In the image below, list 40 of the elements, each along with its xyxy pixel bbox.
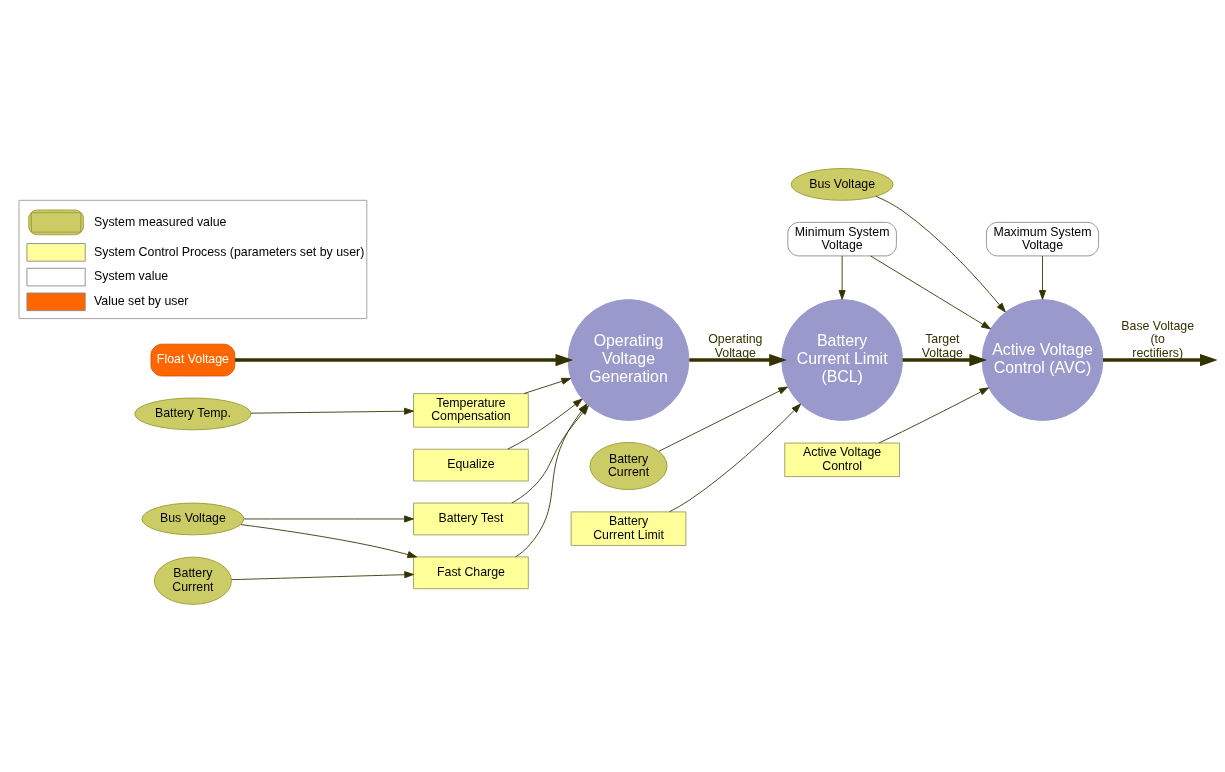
edge-label: Operating Voltage [708,331,763,360]
arrow [523,377,572,394]
node-box: Active Voltage Control [784,442,900,477]
arrow [235,353,574,366]
node-box: Float Voltage [150,343,236,376]
arrow [250,407,414,415]
node-box: Battery Test [413,502,529,535]
arrow [668,403,801,512]
arrow [507,398,583,450]
node-circle: Battery Current Limit (BCL) [781,298,904,421]
node-box: Fast Charge [413,555,529,589]
node-ellipse: Bus Voltage [790,167,894,201]
legend-label: System Control Process (parameters set by user) [94,244,365,259]
edge-label: Base Voltage (to rectifiers) [1121,318,1195,360]
node-box: Maximum System Voltage [986,221,1099,256]
arrow [875,195,1006,312]
arrow [902,353,988,366]
arrow [838,255,846,300]
node-ellipse: Battery Current [153,556,232,605]
arrow [243,514,414,522]
arrow [231,570,414,580]
arrow [878,386,990,443]
legend-label: System measured value [94,214,227,229]
node-box: Equalize [413,448,529,481]
arrow [1038,255,1047,300]
node-ellipse: Battery Current [589,441,668,490]
legend-label: System value [94,268,169,283]
node-circle: Operating Voltage Generation [567,298,690,421]
arrow [870,255,991,329]
node-ellipse: Battery Temp. [134,397,252,430]
node-ellipse: Bus Voltage [141,502,245,535]
legend-label: Value set by user [94,293,189,308]
arrow [240,523,418,558]
arrow [658,386,788,452]
arrow [689,353,787,366]
arrow [1103,353,1217,366]
edge-label: Target Voltage [921,331,963,360]
node-box: Battery Current Limit [570,510,687,546]
node-box: Minimum System Voltage [787,221,897,256]
node-box: Temperature Compensation [413,392,529,428]
